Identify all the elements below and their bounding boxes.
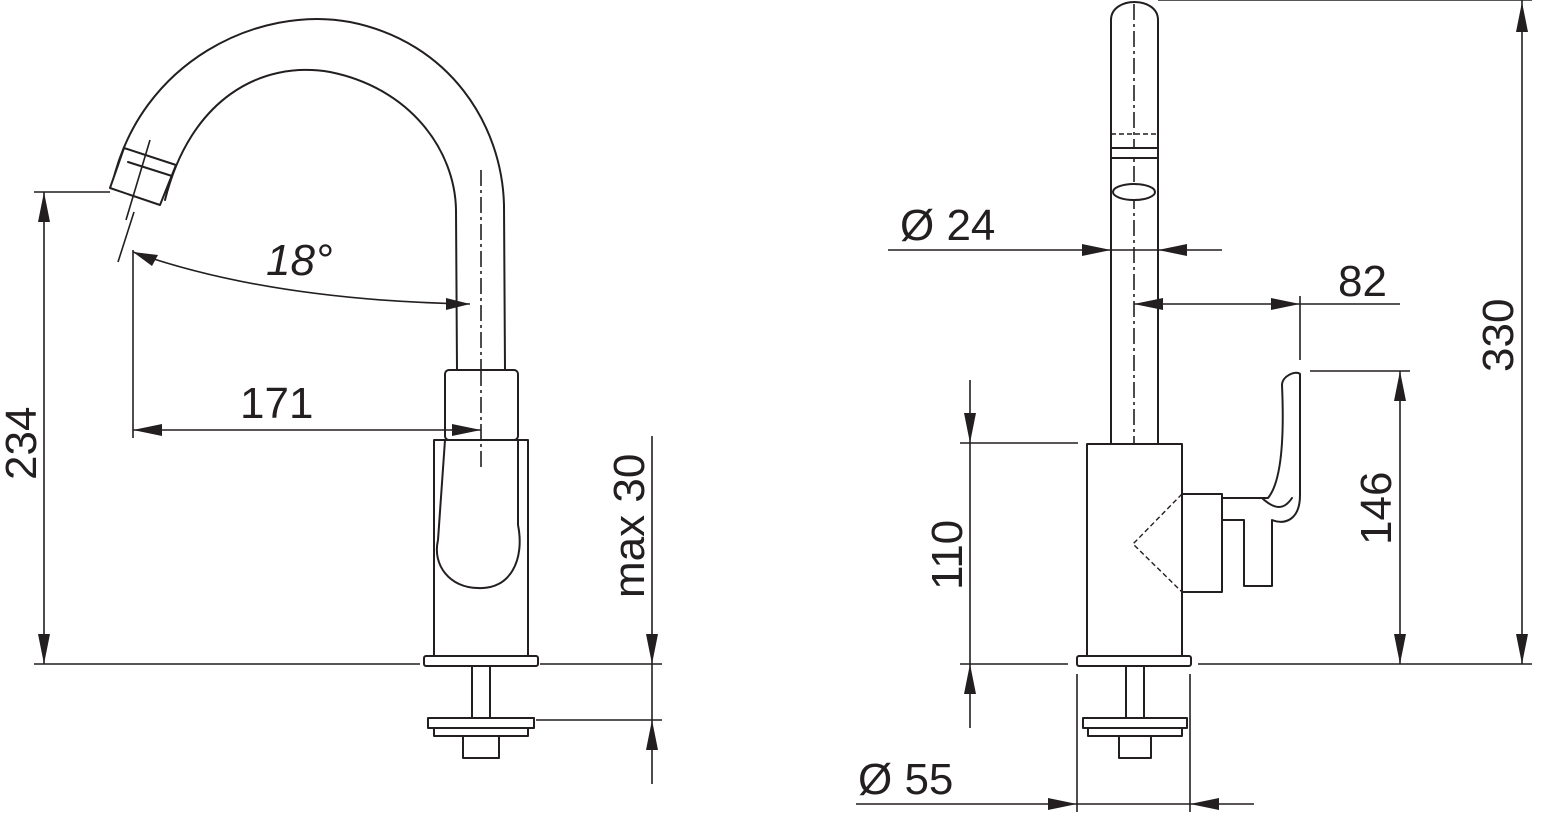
angle-label: 18° (266, 236, 333, 285)
offset-label: 82 (1338, 257, 1387, 306)
angle-arc (132, 251, 471, 305)
mounting-plate (433, 727, 529, 737)
front-threaded-rod (1125, 665, 1145, 719)
aerator-tip (109, 147, 177, 206)
handle-label: 146 (1352, 472, 1401, 545)
front-body (1086, 443, 1183, 659)
angle-arrow-left (133, 252, 158, 266)
angle-arrow-right (446, 298, 470, 310)
base-plate (423, 655, 539, 667)
aerator-center-mark (125, 139, 151, 221)
angle-witness (117, 211, 135, 263)
reach-label: 171 (240, 379, 313, 428)
handle-arrow-bottom (1394, 634, 1406, 664)
mount-label: max 30 (605, 454, 654, 598)
total-arrow-bottom (1516, 634, 1528, 664)
front-mounting-washer (1082, 717, 1188, 729)
spout-outer-curve (111, 18, 506, 371)
mount-arrow-bottom (646, 720, 658, 750)
spout-inner-curve (164, 68, 458, 371)
front-mounting-nut (1118, 735, 1152, 759)
right-view: Ø 24 82 330 146 110 Ø 55 (856, 0, 1532, 812)
total-arrow-top (1516, 2, 1528, 32)
aerator-opening (1112, 183, 1156, 201)
mount-arrow-top (646, 634, 658, 664)
height-left-arrow-bottom (38, 634, 50, 664)
aerator-ring (127, 161, 173, 177)
cartridge-housing (1181, 493, 1223, 593)
front-base-plate (1076, 655, 1192, 667)
lever-inner-curve (1229, 497, 1293, 508)
d24-arrow-right (1158, 244, 1187, 256)
left-view: 18° 171 234 max 30 (0, 18, 662, 784)
reach-arrow-left (133, 424, 162, 436)
d24-label: Ø 24 (900, 201, 995, 250)
offset-arrow-right (1271, 298, 1300, 310)
lever-handle (435, 439, 521, 590)
body-arrow-top (964, 413, 976, 443)
mounting-nut (462, 735, 500, 759)
body-label: 110 (923, 520, 972, 590)
body-arrow-bottom (964, 664, 976, 694)
side-lever (1221, 371, 1301, 587)
base-arrow-left (1048, 798, 1077, 810)
total-label: 330 (1474, 299, 1523, 372)
base-label: Ø 55 (858, 755, 953, 804)
cartridge-cone-hidden (1132, 493, 1183, 593)
aerator-ring-band (1110, 147, 1159, 159)
threaded-rod (471, 665, 491, 719)
handle-arrow-top (1394, 371, 1406, 401)
height-left-arrow-top (38, 192, 50, 222)
base-arrow-right (1190, 798, 1219, 810)
height-left-label: 234 (0, 407, 46, 480)
front-mounting-plate (1087, 727, 1183, 737)
offset-arrow-left (1134, 298, 1163, 310)
d24-arrow-left (1082, 244, 1111, 256)
mounting-washer (427, 717, 535, 729)
reach-arrow-right (452, 424, 481, 436)
